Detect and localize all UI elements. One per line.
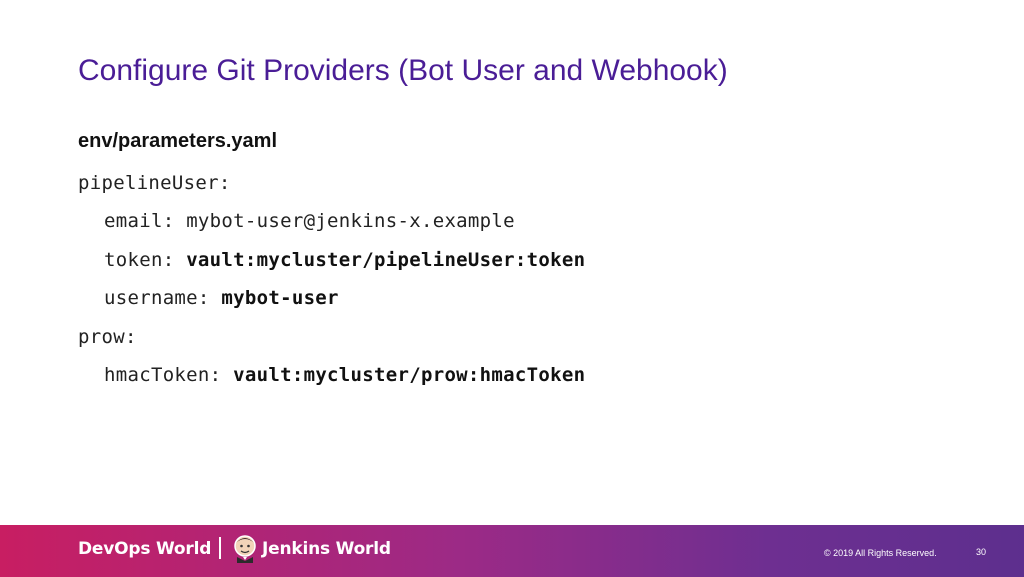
code-value: mybot-user@jenkins-x.example: [186, 210, 515, 232]
code-key: username:: [104, 287, 222, 309]
code-value: mybot-user: [221, 287, 339, 309]
devops-world-brand: DevOps World: [78, 539, 212, 559]
code-key: prow:: [78, 326, 137, 348]
jenkins-world-brand: Jenkins World: [262, 539, 391, 559]
code-line-email: email: mybot-user@jenkins-x.example: [104, 210, 515, 232]
code-line-pipeline-user: pipelineUser:: [78, 172, 231, 194]
file-name-heading: env/parameters.yaml: [78, 130, 278, 152]
brand-separator: [219, 537, 221, 559]
code-line-username: username: mybot-user: [104, 287, 339, 309]
slide-title: Configure Git Providers (Bot User and We…: [78, 54, 728, 87]
code-value: vault:mycluster/pipelineUser:token: [186, 249, 586, 271]
code-line-token: token: vault:mycluster/pipelineUser:toke…: [104, 249, 585, 271]
page-number: 30: [976, 547, 987, 557]
code-key: token:: [104, 249, 187, 271]
copyright-notice: © 2019 All Rights Reserved.: [824, 548, 937, 558]
code-value: vault:mycluster/prow:hmacToken: [233, 364, 586, 386]
code-key: hmacToken:: [104, 364, 234, 386]
code-line-hmac-token: hmacToken: vault:mycluster/prow:hmacToke…: [104, 364, 585, 386]
footer-bar: DevOps World Jenkins World © 2019 All Ri…: [0, 525, 1024, 577]
jenkins-butler-icon: [230, 533, 260, 563]
code-key: pipelineUser:: [78, 172, 231, 194]
code-key: email:: [104, 210, 187, 232]
code-line-prow: prow:: [78, 326, 137, 348]
